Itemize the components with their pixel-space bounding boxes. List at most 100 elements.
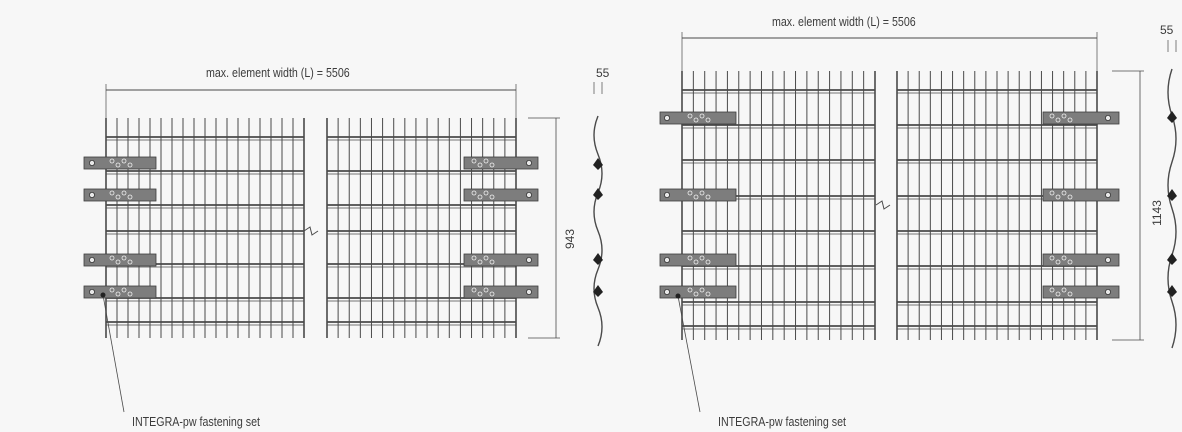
leader-line [102,294,125,413]
clamp-ring [1055,291,1061,297]
fastening-set-label: INTEGRA-pw fastening set [132,414,260,429]
bracket-plate [659,253,737,267]
fastening-bracket [463,156,539,170]
bolt-hole [526,191,533,198]
clamp-ring [693,194,699,200]
height-dimension-label: 1143 [1149,200,1164,226]
clamp-ring [1061,190,1067,196]
bolt-hole [1105,115,1112,122]
clamp-ring [121,158,127,164]
clamp-ring [115,162,121,168]
mesh-half [681,71,876,340]
clamp-ring [471,255,477,261]
profile-clamp [1167,253,1177,265]
clamp-ring [699,113,705,119]
clamp-ring [483,255,489,261]
clamp-ring [1067,291,1073,297]
clamp-ring [705,117,711,123]
clamp-ring [121,287,127,293]
clamp-ring [115,291,121,297]
bolt-hole [664,191,671,198]
bracket-plate [659,285,737,299]
clamp-ring [489,259,495,265]
clamp-ring [471,190,477,196]
clamp-ring [699,190,705,196]
bolt-hole [526,288,533,295]
panel-diagram-943 [83,82,603,413]
clamp-ring [127,291,133,297]
clamp-ring [693,117,699,123]
clamp-ring [1049,287,1055,293]
bracket-plate [659,188,737,202]
mesh-half [105,118,305,338]
clamp-ring [705,194,711,200]
bolt-hole [526,256,533,263]
leader-dot [100,292,106,298]
profile-clamp [1167,189,1177,201]
bolt-hole [664,115,671,122]
fastening-bracket [463,285,539,299]
panel-diagram-1143 [659,32,1177,413]
clamp-ring [477,162,483,168]
clamp-ring [705,291,711,297]
clamp-ring [483,287,489,293]
bracket-plate [83,188,157,202]
clamp-ring [127,194,133,200]
clamp-ring [1055,259,1061,265]
fastening-bracket [83,188,157,202]
fastening-bracket [1042,111,1120,125]
fastening-set-label: INTEGRA-pw fastening set [718,414,846,429]
clamp-ring [1049,113,1055,119]
clamp-ring [699,287,705,293]
width-dimension-label: max. element width (L) = 5506 [772,14,916,29]
clamp-ring [489,194,495,200]
bolt-hole [1105,288,1112,295]
clamp-ring [121,190,127,196]
clamp-ring [115,194,121,200]
profile-clamp [1167,285,1177,297]
leader-dot [675,293,681,299]
clamp-ring [1055,194,1061,200]
clamp-ring [1049,255,1055,261]
profile-width-label: 55 [596,66,610,80]
width-dimension-label: max. element width (L) = 5506 [206,65,350,80]
leader-line [677,295,701,413]
clamp-ring [1067,259,1073,265]
bolt-hole [89,191,96,198]
bracket-plate [463,156,539,170]
clamp-ring [477,259,483,265]
clamp-ring [483,158,489,164]
clamp-ring [1061,113,1067,119]
profile-clamp [593,285,603,297]
clamp-ring [1049,190,1055,196]
clamp-ring [489,162,495,168]
bracket-plate [659,111,737,125]
bolt-hole [1105,191,1112,198]
clamp-ring [699,255,705,261]
side-profile [593,115,603,347]
break-mark [875,200,891,210]
bracket-plate [83,253,157,267]
bolt-hole [89,256,96,263]
profile-clamp [593,253,603,265]
bolt-hole [664,256,671,263]
bracket-plate [463,253,539,267]
clamp-ring [1061,287,1067,293]
clamp-ring [127,259,133,265]
bracket-plate [463,285,539,299]
clamp-ring [121,255,127,261]
bracket-plate [83,156,157,170]
bolt-hole [89,288,96,295]
break-mark [303,226,319,236]
clamp-ring [471,287,477,293]
fastening-bracket [463,188,539,202]
fastening-bracket [1042,285,1120,299]
clamp-ring [687,255,693,261]
fastening-bracket [659,188,737,202]
fastening-bracket [1042,253,1120,267]
bolt-hole [89,159,96,166]
clamp-ring [693,259,699,265]
clamp-ring [115,259,121,265]
